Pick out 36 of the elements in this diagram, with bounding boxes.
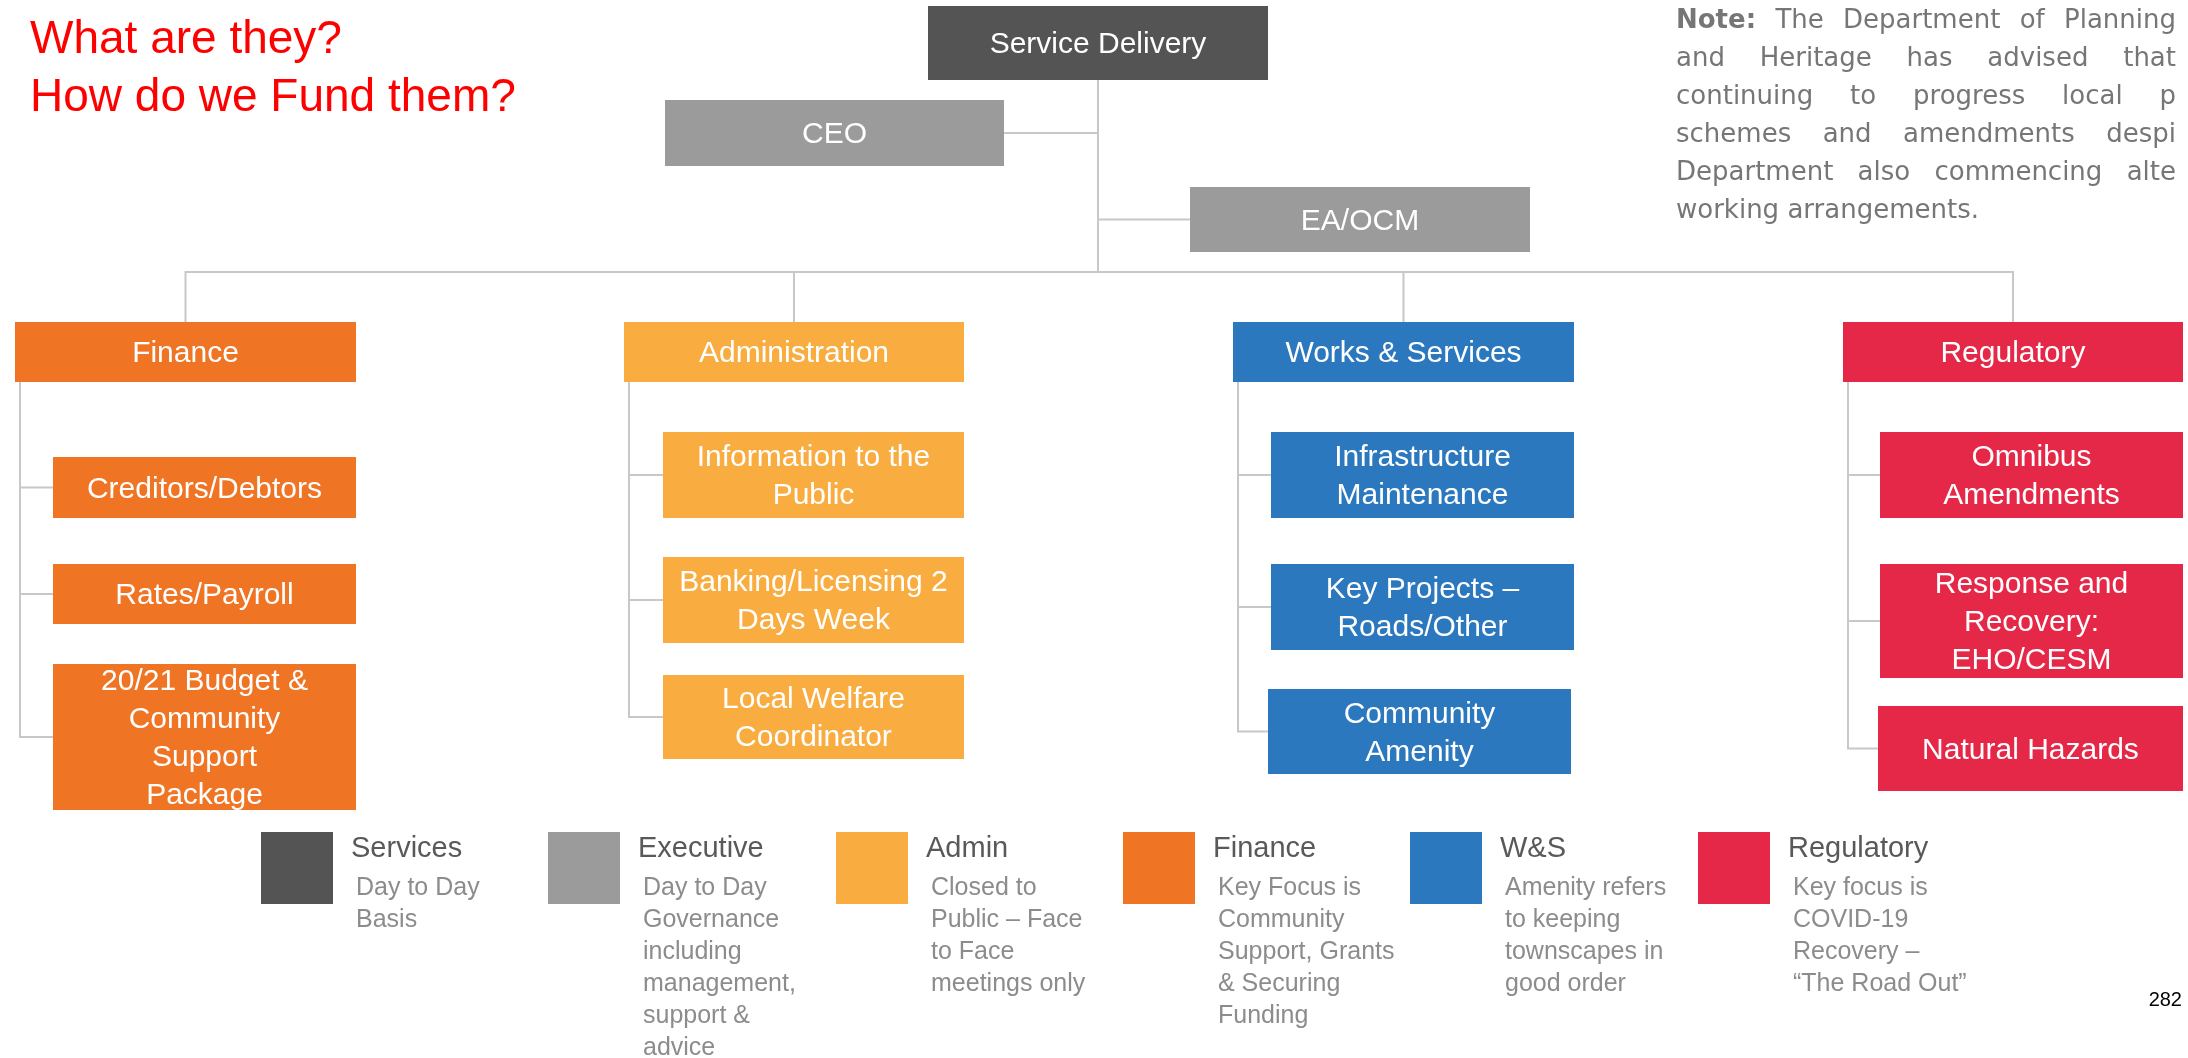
function-box: 20/21 Budget & Community Support Package [53,664,356,810]
legend-description: Closed to Public – Face to Face meetings only [931,871,1087,998]
legend-description: Day to Day Basis [356,871,481,934]
function-box: Rates/Payroll [53,564,356,624]
legend-heading: Admin [926,830,1009,864]
department-box: Works & Services [1233,322,1574,382]
function-box: Community Amenity [1268,689,1571,774]
legend-heading: Finance [1213,830,1317,864]
legend-heading: W&S [1500,830,1567,864]
function-box: Banking/Licensing 2 Days Week [663,557,964,643]
function-box: Infrastructure Maintenance [1271,432,1574,518]
legend-description: Day to Day Governance including management, support & advice [643,871,797,1058]
function-box: Creditors/Debtors [53,457,356,518]
function-box: Natural Hazards [1878,706,2183,791]
department-box: Regulatory [1843,322,2183,382]
function-box: Information to the Public [663,432,964,518]
org-box: CEO [665,100,1004,166]
function-box: Response and Recovery: EHO/CESM [1880,564,2183,678]
legend-heading: Executive [638,830,764,864]
slide-title: What are they? How do we Fund them? [30,10,516,123]
legend-description: Key Focus is Community Support, Grants & Securing Funding [1218,871,1396,1030]
function-box: Key Projects – Roads/Other [1271,564,1574,650]
department-box: Finance [15,322,356,382]
legend-description: Key focus is COVID-19 Recovery – “The Road Out” [1793,871,1968,998]
org-box: Service Delivery [928,6,1268,80]
note-paragraph: Note: The Department of Planning and Heritage has advised that continuing to progress local p schemes and amendments despi Department also commencing alte working arrangements. [1676,3,2176,226]
legend-description: Amenity refers to keeping townscapes in good order [1505,871,1668,998]
page-number: 282 [2148,988,2182,1011]
function-box: Local Welfare Coordinator [663,675,964,759]
function-box: Omnibus Amendments [1880,432,2183,518]
legend-heading: Regulatory [1788,830,1929,864]
connector-line [628,381,664,718]
connector-line [1237,381,1269,733]
legend-heading: Services [351,830,463,864]
org-box: EA/OCM [1190,187,1530,252]
department-box: Administration [624,322,964,382]
